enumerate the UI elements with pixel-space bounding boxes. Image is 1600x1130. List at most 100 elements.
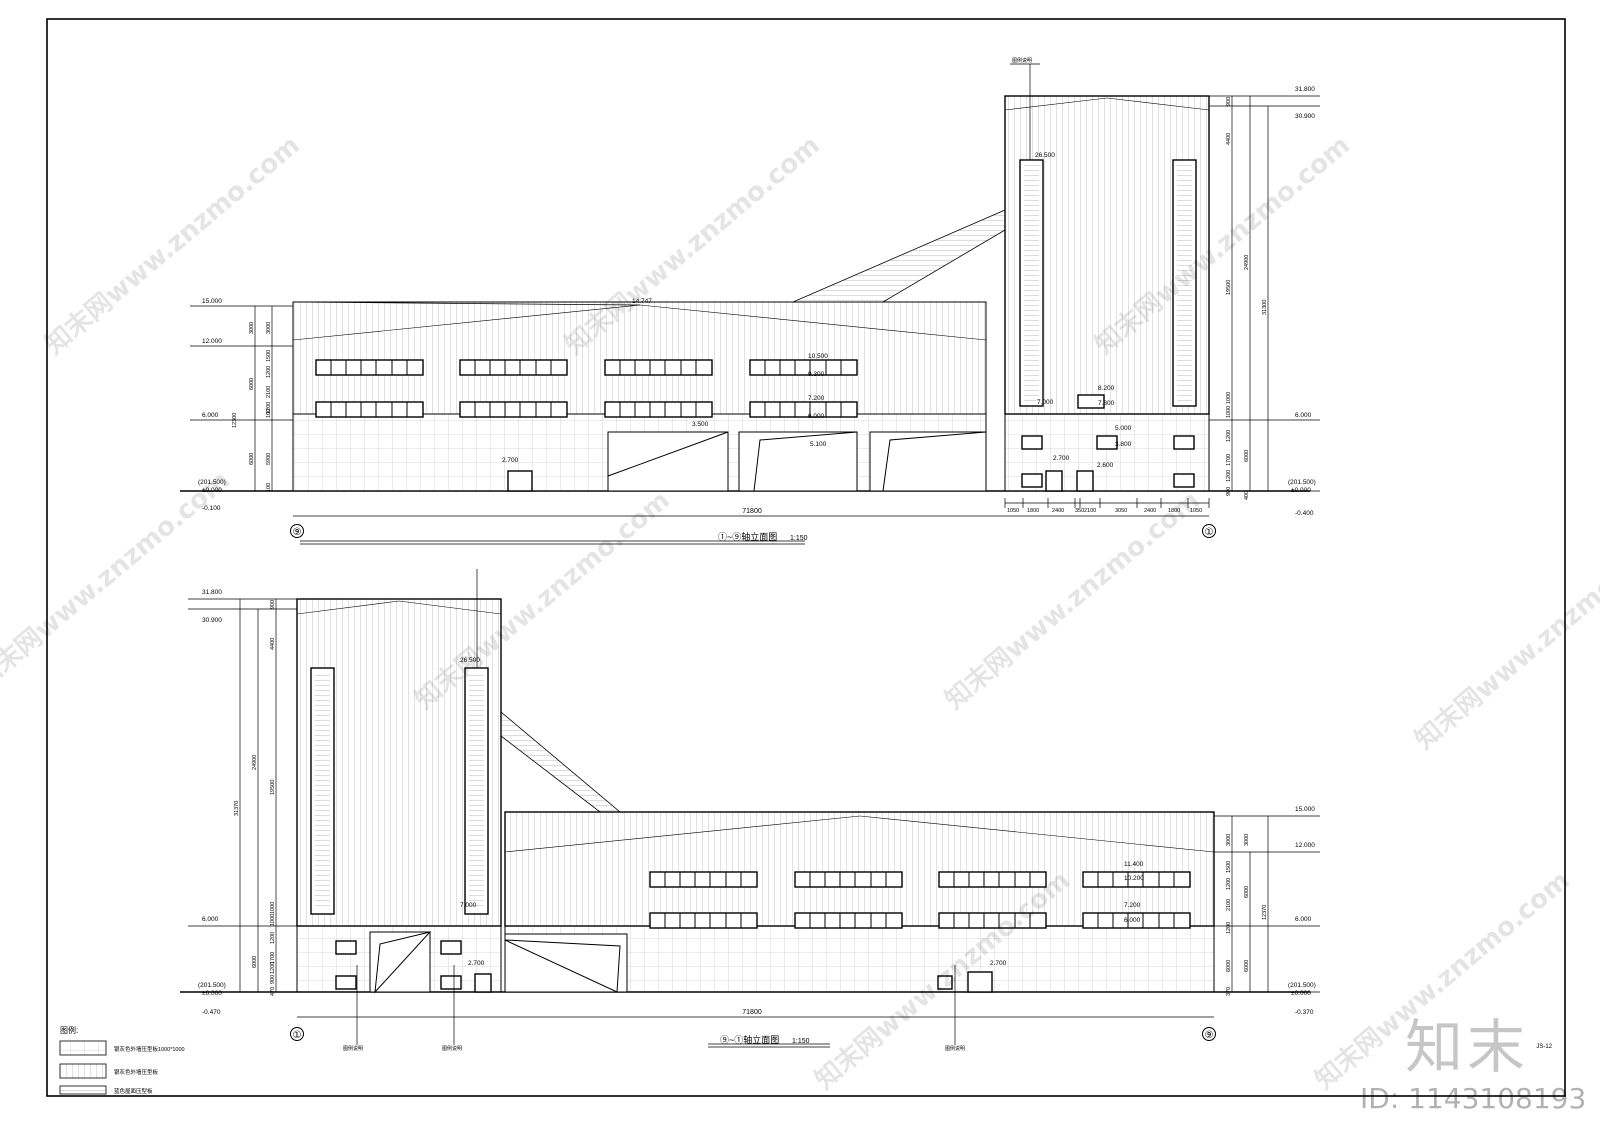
- bottom-elevation-title: ⑨~①轴立面图: [720, 1034, 779, 1045]
- svg-text:19500: 19500: [270, 780, 276, 795]
- svg-text:7.800: 7.800: [1098, 400, 1115, 407]
- svg-text:±0.000: ±0.000: [1291, 990, 1311, 997]
- svg-text:-0.100: -0.100: [202, 505, 221, 512]
- svg-text:370: 370: [1226, 987, 1232, 996]
- svg-text:4400: 4400: [270, 638, 276, 650]
- svg-text:6000: 6000: [249, 453, 255, 465]
- svg-text:2100: 2100: [1226, 899, 1232, 911]
- svg-text:1500: 1500: [1226, 861, 1232, 873]
- svg-text:900: 900: [270, 975, 276, 984]
- svg-text:350: 350: [1075, 508, 1084, 514]
- svg-text:1000: 1000: [270, 902, 276, 914]
- top-elevation-title: ①~⑨轴立面图: [718, 531, 777, 542]
- legend-item-3: 蓝色屋面压型板: [114, 1087, 153, 1095]
- svg-text:12.000: 12.000: [202, 338, 222, 345]
- svg-text:2100: 2100: [266, 386, 272, 398]
- top-elevation-scale: 1:150: [790, 535, 808, 542]
- bottom-window-bands: [649, 871, 1191, 929]
- legend: 图例: 银灰色外墙压型板1000*1000 银灰色外墙压型板 蓝色屋面压型板: [59, 1025, 185, 1095]
- svg-text:400: 400: [1244, 491, 1250, 500]
- svg-text:6.000: 6.000: [1295, 412, 1312, 419]
- svg-text:6.000: 6.000: [1124, 917, 1141, 924]
- svg-text:24900: 24900: [252, 755, 258, 770]
- legend-item-2: 银灰色外墙压型板: [114, 1068, 159, 1076]
- svg-text:7.200: 7.200: [808, 395, 825, 402]
- svg-text:8.200: 8.200: [1098, 385, 1115, 392]
- svg-text:2400: 2400: [1144, 508, 1156, 514]
- svg-text:26.500: 26.500: [460, 657, 480, 664]
- svg-text:1000: 1000: [270, 914, 276, 926]
- svg-text:-0.370: -0.370: [1295, 1009, 1314, 1016]
- svg-text:100: 100: [266, 409, 272, 418]
- svg-text:(201.500): (201.500): [1288, 479, 1316, 486]
- svg-text:1200: 1200: [266, 366, 272, 378]
- svg-text:2.700: 2.700: [1053, 455, 1070, 462]
- legend-swatch-grid: [59, 1040, 107, 1056]
- bottom-tag-2: 图例说明: [442, 1045, 462, 1052]
- svg-text:1050: 1050: [1190, 508, 1202, 514]
- svg-text:6000: 6000: [252, 956, 258, 968]
- svg-text:10.200: 10.200: [1124, 875, 1144, 882]
- svg-text:6000: 6000: [1226, 960, 1232, 972]
- svg-text:1200: 1200: [1226, 922, 1232, 934]
- svg-text:3000: 3000: [249, 322, 255, 334]
- svg-text:1200: 1200: [266, 402, 272, 414]
- svg-text:6000: 6000: [1244, 450, 1250, 462]
- svg-text:1200: 1200: [270, 932, 276, 944]
- svg-text:±0.000: ±0.000: [202, 990, 222, 997]
- top-elevation: ⑨ ① 71800 ①~⑨轴立面图 1:150 图例说明 15.000 12.0…: [180, 57, 1320, 545]
- top-conveyor-gallery: [792, 209, 1006, 303]
- svg-text:7.000: 7.000: [1037, 399, 1054, 406]
- svg-text:30.900: 30.900: [202, 617, 222, 624]
- svg-text:31370: 31370: [234, 801, 240, 816]
- svg-text:1200: 1200: [1226, 430, 1232, 442]
- svg-text:900: 900: [270, 600, 276, 609]
- svg-text:19500: 19500: [1226, 280, 1232, 295]
- svg-text:30.900: 30.900: [1295, 113, 1315, 120]
- svg-text:31.800: 31.800: [202, 589, 222, 596]
- svg-text:3050: 3050: [1115, 508, 1127, 514]
- svg-text:6000: 6000: [1244, 960, 1250, 972]
- top-axis-left: ⑨: [293, 527, 302, 538]
- svg-text:(201.500): (201.500): [198, 479, 226, 486]
- svg-text:5900: 5900: [266, 453, 272, 465]
- bottom-overall-width: 71800: [742, 1009, 762, 1016]
- svg-text:10.500: 10.500: [808, 353, 828, 360]
- svg-text:1500: 1500: [266, 350, 272, 362]
- svg-text:1800: 1800: [1027, 508, 1039, 514]
- svg-text:2.700: 2.700: [990, 960, 1007, 967]
- svg-text:1700: 1700: [270, 952, 276, 964]
- svg-text:1200: 1200: [270, 962, 276, 974]
- top-door-main: [507, 470, 533, 492]
- svg-text:470: 470: [270, 987, 276, 996]
- svg-text:3000: 3000: [1244, 834, 1250, 846]
- svg-text:6.000: 6.000: [202, 412, 219, 419]
- svg-text:6000: 6000: [249, 378, 255, 390]
- bottom-door-main: [967, 971, 993, 993]
- svg-text:31.800: 31.800: [1295, 86, 1315, 93]
- watermark-id: ID: 1143108193: [1360, 1082, 1587, 1115]
- svg-text:6.000: 6.000: [808, 413, 825, 420]
- svg-text:1050: 1050: [1007, 508, 1019, 514]
- svg-text:12370: 12370: [1262, 905, 1268, 920]
- top-window-bands: [315, 359, 858, 418]
- bottom-conveyor-gallery: [500, 711, 622, 813]
- svg-text:2.700: 2.700: [468, 960, 485, 967]
- sheet-number: JS-12: [1536, 1044, 1552, 1050]
- svg-text:4400: 4400: [1226, 133, 1232, 145]
- legend-swatch-vertical: [59, 1063, 107, 1079]
- legend-title: 图例:: [60, 1025, 78, 1035]
- bottom-elevation-scale: 1:150: [792, 1038, 810, 1045]
- svg-text:26.500: 26.500: [1035, 152, 1055, 159]
- top-overall-width: 71800: [742, 508, 762, 515]
- bottom-axis-right: ⑨: [1205, 1030, 1214, 1041]
- svg-text:±0.000: ±0.000: [202, 487, 222, 494]
- svg-text:7.200: 7.200: [1124, 902, 1141, 909]
- svg-text:900: 900: [1226, 487, 1232, 496]
- svg-text:6000: 6000: [1244, 886, 1250, 898]
- bottom-upper-wall: [504, 811, 1215, 927]
- svg-text:900: 900: [1226, 97, 1232, 106]
- svg-text:-0.400: -0.400: [1295, 510, 1314, 517]
- svg-text:(201.500): (201.500): [198, 982, 226, 989]
